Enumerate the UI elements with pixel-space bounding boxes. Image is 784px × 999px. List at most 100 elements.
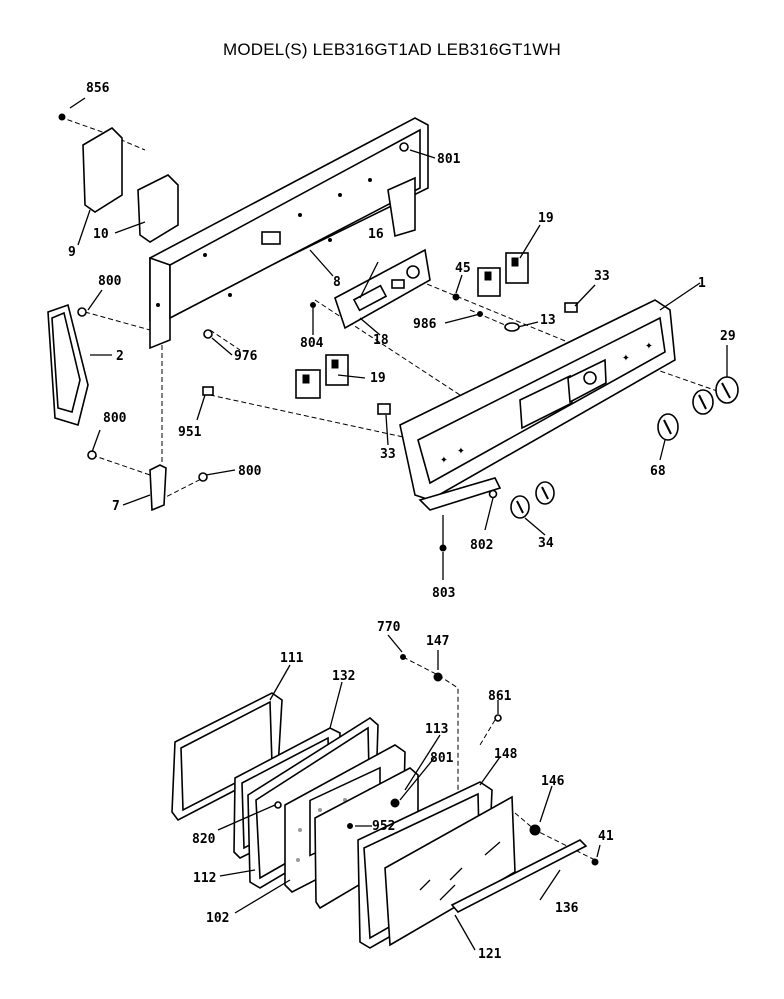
leader-976 — [209, 329, 241, 351]
callout-16: 16 — [368, 227, 384, 242]
leader-804 — [314, 299, 461, 396]
bracket-9 — [82, 126, 123, 213]
part-13 — [504, 322, 520, 332]
callout-147: 147 — [426, 634, 449, 649]
screw-147 — [433, 672, 443, 682]
callout-2: 2 — [116, 349, 124, 364]
callout-136: 136 — [555, 901, 579, 916]
leader-800c — [159, 476, 206, 501]
leader-856 — [59, 116, 146, 151]
callout-7: 7 — [112, 499, 120, 514]
callout-861: 861 — [488, 689, 512, 704]
screw-770 — [400, 654, 406, 660]
callout-111: 111 — [280, 651, 304, 666]
callout-148: 148 — [494, 747, 518, 762]
svg-text:✦: ✦ — [645, 338, 653, 353]
leader-951 — [209, 394, 441, 446]
callout-113: 113 — [425, 722, 448, 737]
clip-951 — [202, 386, 214, 396]
diagram-title: MODEL(S) LEB316GT1AD LEB316GT1WH — [222, 40, 562, 59]
screw-861 — [494, 714, 502, 722]
callout-68: 68 — [650, 464, 666, 479]
callout-146: 146 — [541, 774, 565, 789]
backguard-panel-8 — [149, 117, 429, 350]
screw-802 — [488, 489, 498, 499]
callout-952: 952 — [372, 819, 395, 834]
callout-800-lower: 800 — [103, 411, 127, 426]
callout-18: 18 — [373, 333, 389, 348]
leader-986 — [469, 309, 506, 326]
callout-820: 820 — [192, 832, 216, 847]
control-panel-1: ✦ ✦ ✦ ✦ — [399, 299, 676, 511]
callout-800-right: 800 — [238, 464, 262, 479]
leader-knob29 — [599, 349, 721, 393]
leader-switches — [404, 274, 576, 346]
callout-800: 800 — [98, 274, 122, 289]
svg-text:✦: ✦ — [622, 350, 630, 365]
callout-33-lower: 33 — [380, 447, 396, 462]
callout-976: 976 — [234, 349, 258, 364]
callout-29: 29 — [720, 329, 736, 344]
screw-800a — [77, 307, 87, 317]
svg-text:✦: ✦ — [457, 443, 465, 458]
callout-986: 986 — [413, 317, 437, 332]
callout-856: 856 — [86, 81, 110, 96]
callout-112: 112 — [193, 871, 216, 886]
switch-pair-19b — [295, 354, 349, 399]
knob-68 — [657, 413, 679, 441]
screw-800c — [198, 472, 208, 482]
part-33b — [377, 403, 391, 415]
leader-door-screws — [402, 656, 459, 795]
callout-1: 1 — [698, 276, 706, 291]
callout-102: 102 — [206, 911, 229, 926]
switch-pair-19a — [477, 252, 529, 297]
svg-text:✦: ✦ — [440, 452, 448, 467]
leader-800a — [84, 311, 151, 331]
bracket-10 — [137, 174, 179, 243]
side-trim-2 — [47, 303, 89, 427]
screw-803 — [439, 544, 447, 552]
callout-45: 45 — [455, 261, 471, 276]
part-45 — [452, 293, 460, 301]
callout-13: 13 — [540, 313, 556, 328]
screw-804 — [310, 302, 316, 308]
part-33a — [564, 302, 578, 313]
part-146 — [529, 824, 541, 836]
screw-800b — [87, 450, 97, 460]
callout-19-upper: 19 — [538, 211, 554, 226]
callout-19-lower: 19 — [370, 371, 386, 386]
callout-33-upper: 33 — [594, 269, 610, 284]
callout-34: 34 — [538, 536, 554, 551]
leader-861 — [479, 719, 496, 746]
door-glass-121 — [384, 795, 516, 947]
screw-801 — [399, 142, 409, 152]
screw-952 — [347, 823, 353, 829]
screw-856 — [58, 113, 66, 121]
callout-41: 41 — [598, 829, 614, 844]
callout-801: 801 — [437, 152, 461, 167]
control-module-16 — [334, 248, 431, 330]
screw-41 — [591, 858, 599, 866]
callout-132: 132 — [332, 669, 355, 684]
callout-803: 803 — [432, 586, 455, 601]
knob-29b — [692, 389, 714, 415]
callout-804: 804 — [300, 336, 324, 351]
screw-976 — [203, 329, 213, 339]
callout-801-door: 801 — [430, 751, 454, 766]
callout-802: 802 — [470, 538, 493, 553]
leader-800b — [91, 454, 151, 476]
callout-951: 951 — [178, 425, 202, 440]
callout-10: 10 — [93, 227, 109, 242]
knob-29a — [715, 376, 739, 404]
knob-34a — [535, 481, 555, 505]
callout-9: 9 — [68, 245, 76, 260]
clip-820 — [274, 801, 282, 809]
knob-34b — [510, 495, 530, 519]
callout-770: 770 — [377, 620, 401, 635]
callout-8: 8 — [333, 275, 341, 290]
bracket-7 — [149, 464, 167, 512]
door-handle-136 — [450, 839, 588, 914]
callout-121: 121 — [478, 947, 502, 962]
